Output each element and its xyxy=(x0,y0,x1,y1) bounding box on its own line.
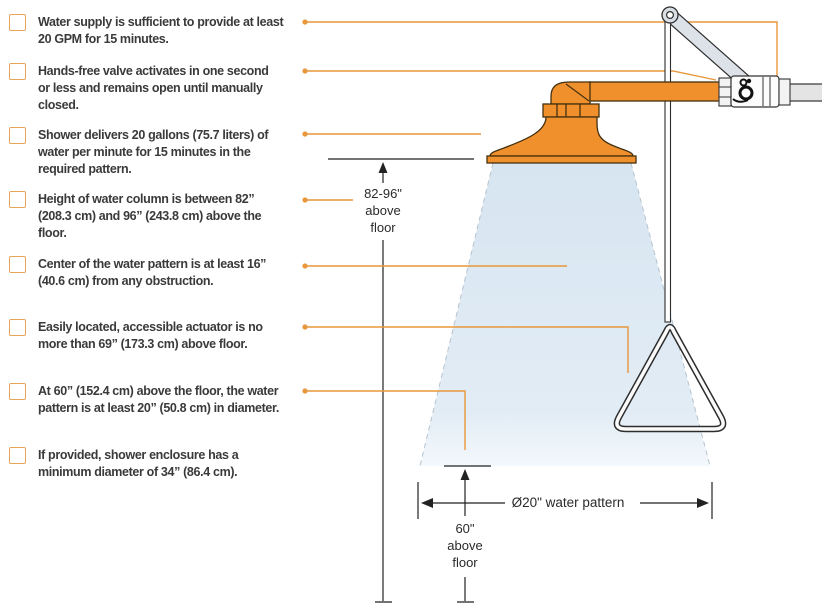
checklist-item: At 60” (152.4 cm) above the floor, the w… xyxy=(9,383,279,417)
mount-height-dimension xyxy=(328,158,474,603)
dimension-lines xyxy=(328,158,713,603)
checkbox[interactable] xyxy=(9,319,26,336)
checklist-text: Shower delivers 20 gallons (75.7 liters)… xyxy=(38,128,269,142)
checklist-text: minimum diameter of 34” (86.4 cm). xyxy=(38,465,238,479)
water-pattern-dimension xyxy=(417,482,713,519)
callout-shower-delivery xyxy=(302,131,481,137)
checklist-item: Easily located, accessible actuator is n… xyxy=(9,319,263,353)
checkbox[interactable] xyxy=(9,256,26,273)
callout-column-height xyxy=(302,197,353,203)
checkbox[interactable] xyxy=(9,63,26,80)
checklist-text: or less and remains open until manually xyxy=(38,81,263,95)
checklist-text: If provided, shower enclosure has a xyxy=(38,448,239,462)
checklist-item: Water supply is sufficient to provide at… xyxy=(9,14,284,48)
pull-rod[interactable] xyxy=(664,19,672,323)
water-pattern-label: Ø20" water pattern xyxy=(511,495,625,510)
shower-plumbing xyxy=(486,81,721,164)
callout-lines xyxy=(302,19,778,450)
checklist-text: pattern is at least 20” (50.8 cm) in dia… xyxy=(38,401,279,415)
checklist-text: Easily located, accessible actuator is n… xyxy=(38,320,263,334)
horizontal-pipe xyxy=(588,81,721,102)
callout-actuator xyxy=(302,324,629,373)
checkbox[interactable] xyxy=(9,383,26,400)
checklist-item: Hands-free valve activates in one second… xyxy=(9,63,269,114)
shower-head-rim xyxy=(486,155,637,164)
checklist-text: Hands-free valve activates in one second xyxy=(38,64,269,78)
spray-height-dimension xyxy=(444,465,491,603)
checklist-text: (40.6 cm) from any obstruction. xyxy=(38,274,214,288)
checklist-text: required pattern. xyxy=(38,162,132,176)
checkbox[interactable] xyxy=(9,14,26,31)
shower-head-bell xyxy=(489,116,634,157)
checklist-text: Height of water column is between 82” xyxy=(38,192,255,206)
checklist-item: Center of the water pattern is at least … xyxy=(9,256,266,290)
checkbox[interactable] xyxy=(9,127,26,144)
callout-water-supply xyxy=(302,19,778,79)
checklist-text: closed. xyxy=(38,98,79,112)
checklist-text: 20 GPM for 15 minutes. xyxy=(38,32,169,46)
callout-pattern-center xyxy=(302,263,567,269)
checklist-item: Height of water column is between 82” (2… xyxy=(9,191,262,242)
collar xyxy=(542,103,600,118)
checkbox[interactable] xyxy=(9,447,26,464)
spray-height-label: 60" above floor xyxy=(447,521,483,570)
water-supply-pipe xyxy=(787,83,822,102)
elbow xyxy=(550,81,591,105)
arm-pivot xyxy=(661,6,679,24)
checklist-text: Water supply is sufficient to provide at… xyxy=(38,15,284,29)
checklist-text: (208.3 cm) and 96” (243.8 cm) above the xyxy=(38,209,262,223)
checkbox[interactable] xyxy=(9,191,26,208)
pull-handle[interactable] xyxy=(613,323,727,433)
callout-hands-free-valve xyxy=(302,68,717,81)
checklist-text: At 60” (152.4 cm) above the floor, the w… xyxy=(38,384,279,398)
checklist-text: Center of the water pattern is at least … xyxy=(38,257,267,271)
callout-pattern-diameter xyxy=(302,388,466,450)
checklist-text: more than 69” (173.3 cm) above floor. xyxy=(38,337,248,351)
checklist-text: water per minute for 15 minutes in the xyxy=(38,145,251,159)
hands-free-valve[interactable] xyxy=(718,75,791,108)
mount-height-label: 82-96" above floor xyxy=(364,186,402,235)
checklist-item: If provided, shower enclosure has a mini… xyxy=(9,447,239,481)
checklist-item: Shower delivers 20 gallons (75.7 liters)… xyxy=(9,127,269,178)
checklist-text: floor. xyxy=(38,226,67,240)
